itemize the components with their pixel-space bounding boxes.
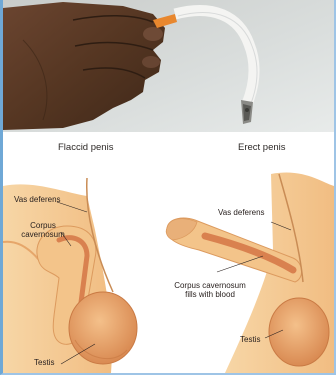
flaccid-label-testis: Testis: [34, 358, 54, 367]
photo-panel: [3, 0, 334, 132]
erect-label-corpus-line1: Corpus cavernosum: [168, 281, 252, 290]
flaccid-anatomy: [3, 178, 137, 373]
flaccid-label-corpus-cavernosum: Corpus cavernosum: [18, 221, 68, 239]
erect-label-testis: Testis: [240, 335, 260, 344]
erect-label-corpus-cavernosum: Corpus cavernosum fills with blood: [168, 281, 252, 299]
flaccid-label-vas-deferens: Vas deferens: [14, 195, 61, 204]
anatomy-diagram: [3, 132, 334, 373]
flaccid-label-corpus-line1: Corpus: [18, 221, 68, 230]
flaccid-title: Flaccid penis: [58, 142, 113, 153]
anatomy-illustration: [3, 132, 334, 373]
erect-label-corpus-line2: fills with blood: [168, 290, 252, 299]
erect-title: Erect penis: [238, 142, 286, 153]
flaccid-label-corpus-line2: cavernosum: [18, 230, 68, 239]
erect-label-vas-deferens: Vas deferens: [218, 208, 265, 217]
hand-cigarette-photo: [3, 0, 334, 132]
